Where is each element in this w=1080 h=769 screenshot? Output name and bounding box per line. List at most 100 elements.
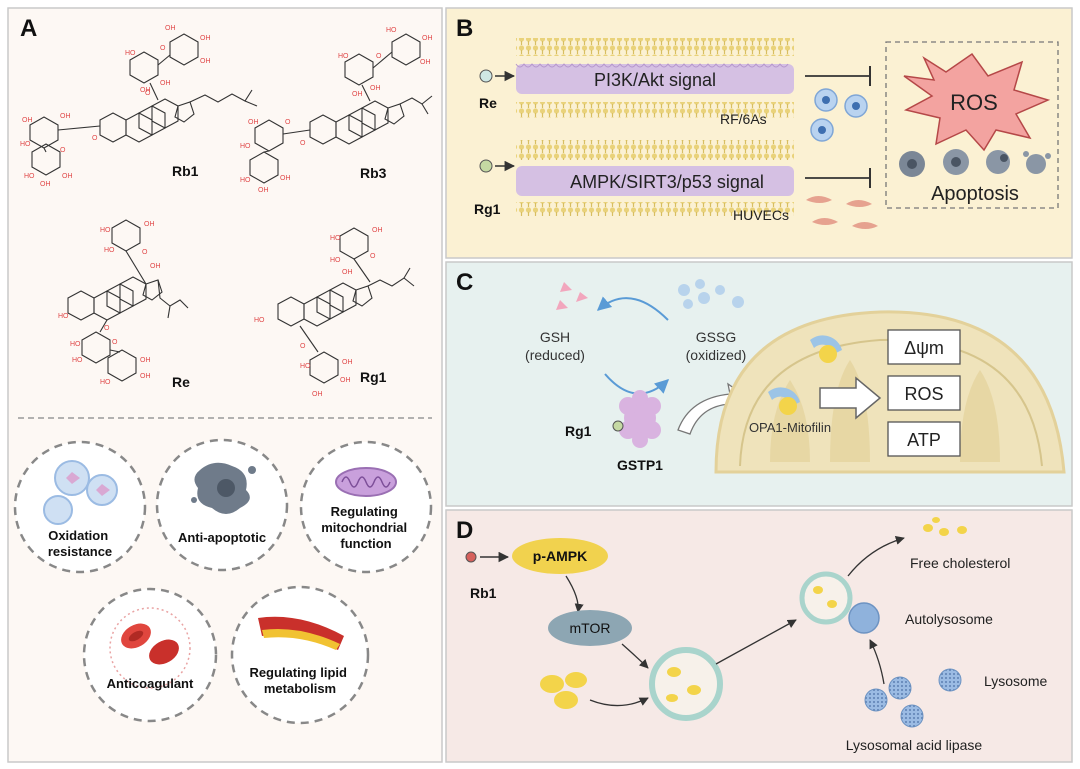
svg-text:HO: HO	[330, 257, 341, 264]
effect-mito-line1: Regulating	[331, 504, 398, 519]
free-cholesterol-label: Free cholesterol	[910, 555, 1010, 571]
svg-text:OH: OH	[140, 87, 151, 94]
vesicle-to-autolysosome	[715, 619, 797, 665]
rg1-structure	[277, 227, 415, 384]
svg-text:OH: OH	[165, 25, 176, 32]
gsh-label: GSH	[540, 329, 570, 345]
mtor-node	[548, 610, 632, 646]
apoptotic-cells	[899, 149, 1051, 177]
signal-pi3k-label: PI3K/Akt signal	[594, 70, 716, 90]
effect-anticoagulant: Anticoagulant	[82, 587, 218, 723]
re-label: Re	[172, 374, 190, 390]
svg-text:O: O	[160, 45, 166, 52]
cycle-arrow-top	[596, 296, 669, 321]
ros-box	[887, 375, 961, 411]
svg-text:O: O	[376, 53, 382, 60]
gsh-state: (reduced)	[525, 347, 585, 363]
lipid-droplets	[540, 672, 587, 709]
effect-anti-apoptotic: Anti-apoptotic	[155, 438, 289, 572]
re-dot	[479, 69, 493, 83]
svg-text:OH: OH	[160, 80, 171, 87]
membrane-ampk	[516, 140, 794, 216]
rb3-label: Rb3	[360, 165, 387, 181]
pampk-node	[512, 538, 608, 574]
apoptosis-label: Apoptosis	[931, 183, 1019, 205]
svg-text:OH: OH	[248, 119, 259, 126]
opa1-label: OPA1-Mitofilin	[749, 420, 831, 435]
svg-text:OH: OH	[62, 173, 73, 180]
rb1-structure	[29, 33, 258, 176]
effect-oxidation-resistance: Oxidation resistance	[13, 440, 147, 574]
rb1-dot	[465, 551, 477, 563]
rg1-label-b: Rg1	[474, 201, 501, 217]
svg-text:OH: OH	[140, 373, 151, 380]
effect-lipid-line1: Regulating lipid	[249, 665, 347, 680]
rg1-structure-label: Rg1	[360, 369, 387, 385]
svg-text:O: O	[60, 147, 66, 154]
panel-c-label: C	[456, 269, 473, 296]
huvec-cells	[806, 196, 878, 229]
opa1-complex-top	[810, 335, 842, 363]
panel-c: C GSH (reduced) GSSG (oxidized) Rg1 GSTP…	[445, 261, 1073, 507]
autolysosome-label: Autolysosome	[905, 611, 993, 627]
svg-text:HO: HO	[125, 50, 136, 57]
rb1-label: Rb1	[172, 163, 199, 179]
gstp1-label: GSTP1	[617, 457, 663, 473]
effect-mito-text: Regulating mitochondrial function	[321, 504, 411, 551]
delta-psi-label: Δψm	[904, 338, 944, 358]
ros-label-b: ROS	[950, 90, 998, 115]
outcome-box	[885, 41, 1059, 209]
panel-d-label: D	[456, 517, 473, 544]
svg-text:OH: OH	[200, 35, 211, 42]
svg-text:OH: OH	[372, 227, 383, 234]
mtor-to-vesicle	[621, 643, 649, 669]
svg-text:OH: OH	[60, 113, 71, 120]
svg-text:HO: HO	[330, 235, 341, 242]
effect-oxidation-line2: resistance	[48, 544, 112, 559]
svg-text:OH: OH	[140, 357, 151, 364]
droplets-to-vesicle	[589, 697, 649, 707]
lysosome-label: Lysosome	[984, 673, 1048, 689]
svg-text:O: O	[142, 249, 148, 256]
svg-text:OH: OH	[420, 59, 431, 66]
autolysosome-to-cholesterol	[847, 535, 905, 577]
delta-psi-box	[887, 329, 961, 365]
svg-text:OH: OH	[200, 58, 211, 65]
rf6as-cells	[810, 88, 868, 142]
panel-b-label: B	[456, 15, 473, 42]
svg-text:OH: OH	[40, 181, 51, 188]
svg-text:OH: OH	[340, 377, 351, 384]
effect-mito-line3: function	[340, 536, 391, 551]
opa1-complex-bottom	[768, 387, 800, 415]
panel-b: B PI3K/Akt signal Re RF/6As AMPK/SIRT3/p…	[445, 7, 1073, 259]
svg-text:HO: HO	[104, 247, 115, 254]
svg-text:OH: OH	[370, 85, 381, 92]
effect-oxidation-line1: Oxidation	[48, 528, 108, 543]
effect-lipid-text: Regulating lipid metabolism	[249, 665, 350, 696]
panel-a-label: A	[20, 15, 37, 42]
svg-text:HO: HO	[24, 173, 35, 180]
svg-text:HO: HO	[70, 341, 81, 348]
svg-text:O: O	[285, 119, 291, 126]
svg-text:OH: OH	[258, 187, 269, 194]
gssg-label: GSSG	[696, 329, 736, 345]
mtor-label: mTOR	[570, 620, 611, 636]
svg-text:HO: HO	[338, 53, 349, 60]
svg-text:HO: HO	[20, 141, 31, 148]
svg-text:O: O	[370, 253, 376, 260]
svg-text:HO: HO	[254, 317, 265, 324]
svg-text:OH: OH	[352, 91, 363, 98]
re-label: Re	[479, 95, 497, 111]
effect-lipid-line2: metabolism	[264, 681, 336, 696]
effect-lipid-metabolism: Regulating lipid metabolism	[230, 585, 370, 725]
svg-text:HO: HO	[100, 227, 111, 234]
rg1-dot-c	[612, 420, 624, 432]
panel-d: D Rb1 p-AMPK mTOR Autolysosome	[445, 509, 1073, 763]
free-cholesterol-dots	[923, 517, 967, 536]
svg-text:OH: OH	[342, 269, 353, 276]
lysosomes	[864, 668, 962, 728]
